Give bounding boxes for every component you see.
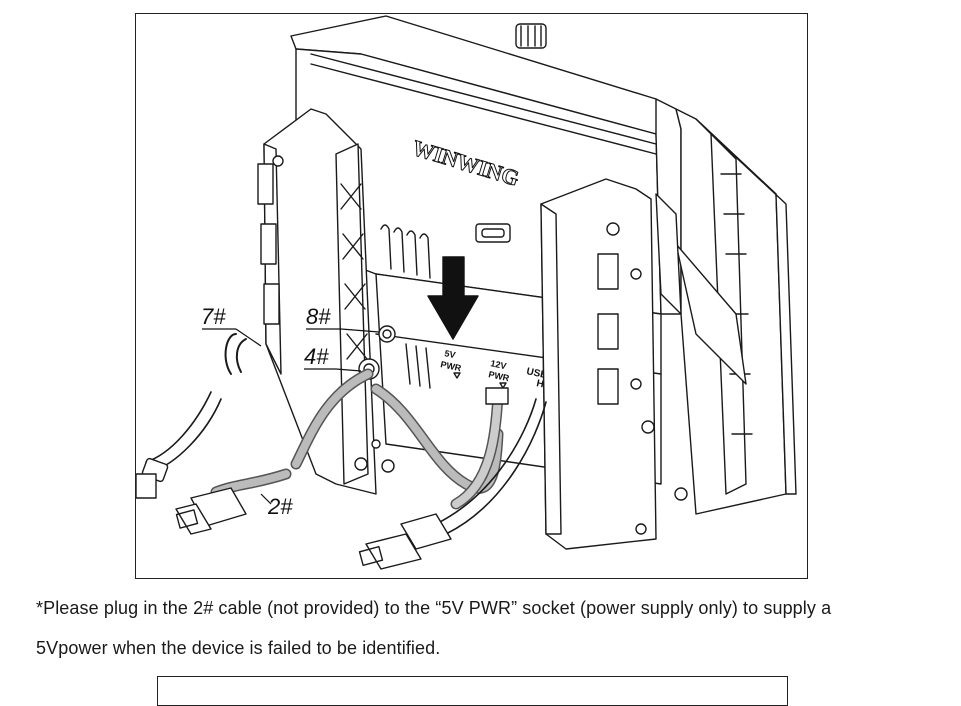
cable-7	[136, 333, 247, 499]
callout-7: 7#	[201, 304, 226, 329]
port-usb-label-line2: H	[535, 378, 544, 390]
callouts: 7# 8# 4# 2#	[201, 304, 380, 519]
note-line-2: 5Vpower when the device is failed to be …	[36, 638, 441, 658]
port-usb-label-line1: USB	[525, 366, 548, 381]
next-figure-frame	[157, 676, 788, 706]
port-12v-label-line1: 12V	[490, 358, 508, 371]
cable-12v	[358, 387, 547, 570]
vent-slots	[380, 224, 431, 279]
usb-plug-icon	[175, 487, 247, 535]
port-5v-arrow-icon	[453, 372, 461, 379]
knob-icon	[515, 23, 547, 49]
usb-c-port-icon	[475, 223, 511, 243]
port-5v-label-line2: PWR	[440, 359, 463, 373]
left-bracket	[257, 108, 396, 495]
callout-2: 2#	[267, 494, 293, 519]
callout-4: 4#	[304, 344, 329, 369]
port-5v-label-line1: 5V	[444, 348, 457, 360]
port-12v-arrow-icon	[499, 382, 507, 389]
port-12v-label-line2: PWR	[488, 369, 511, 383]
figure-frame: WINWING 5V PWR	[135, 13, 808, 579]
down-arrow-icon	[427, 256, 479, 340]
right-bracket	[540, 178, 688, 550]
note-line-1: *Please plug in the 2# cable (not provid…	[36, 598, 832, 618]
device-illustration: WINWING 5V PWR	[136, 15, 797, 570]
port-labels: 5V PWR 12V PWR USB H	[440, 348, 549, 390]
callout-8: 8#	[306, 304, 331, 329]
